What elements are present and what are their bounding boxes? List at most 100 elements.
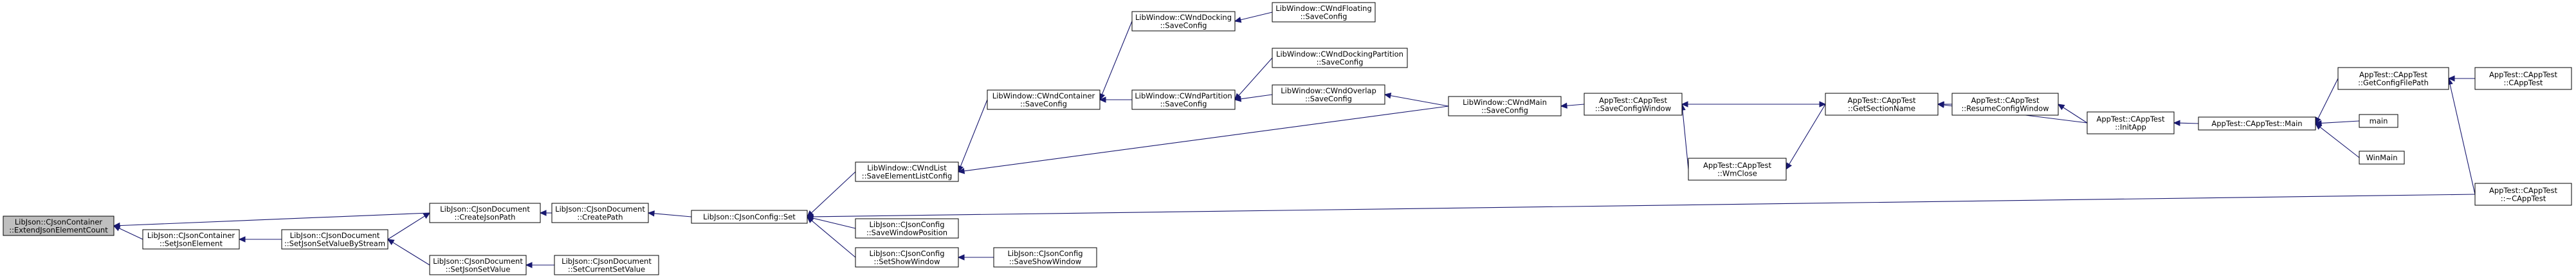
node-wmain[interactable]: LibWindow::CWndMain::SaveConfig bbox=[1448, 96, 1562, 116]
node-sjsv[interactable]: LibJson::CJsonDocument::SetJsonSetValue bbox=[429, 255, 527, 275]
node-label-line: ::GetSectionName bbox=[1848, 104, 1915, 113]
node-swp[interactable]: LibJson::CJsonConfig::SaveWindowPosition bbox=[855, 218, 959, 239]
edge-arrowhead bbox=[1786, 162, 1793, 170]
node-label-line: ::SetCurrentSetValue bbox=[568, 264, 645, 273]
node-label-line: LibJson::CJsonDocument bbox=[290, 231, 380, 240]
node-main[interactable]: main bbox=[2359, 114, 2398, 128]
edge-dtor-to-cfgset bbox=[812, 194, 2476, 217]
node-label-line: ::SaveConfig bbox=[1305, 94, 1352, 103]
node-scw[interactable]: AppTest::CAppTest::SaveConfigWindow bbox=[1584, 93, 1683, 116]
edge-scw-to-wmain bbox=[1566, 104, 1585, 106]
edge-arrowhead bbox=[1819, 101, 1827, 107]
edge-winmain-to-amain bbox=[2319, 127, 2360, 158]
node-setje[interactable]: LibJson::CJsonContainer::SetJsonElement bbox=[142, 229, 240, 250]
node-label-line: AppTest::CAppTest bbox=[2489, 70, 2557, 79]
node-label-line: LibWindow::CWndMain bbox=[1463, 98, 1547, 107]
node-box bbox=[2359, 114, 2398, 128]
node-label-line: AppTest::CAppTest::Main bbox=[2211, 119, 2302, 128]
edge-wmain-to-selc bbox=[964, 106, 1449, 172]
edge-arrowhead bbox=[539, 210, 547, 216]
node-box bbox=[281, 229, 388, 250]
node-label-line: LibJson::CJsonContainer bbox=[147, 231, 235, 240]
edge-arrowhead bbox=[238, 236, 246, 243]
edge-wmain-to-wover bbox=[1390, 95, 1449, 107]
node-winmain[interactable]: WinMain bbox=[2359, 151, 2405, 165]
node-wover[interactable]: LibWindow::CWndOverlap::SaveConfig bbox=[1272, 84, 1385, 105]
node-ctor[interactable]: AppTest::CAppTest::CAppTest bbox=[2474, 67, 2572, 90]
node-label-line: LibJson::CJsonDocument bbox=[562, 257, 652, 266]
node-box bbox=[551, 203, 649, 223]
node-root[interactable]: LibJson::CJsonContainer::ExtendJsonEleme… bbox=[3, 216, 114, 236]
node-ssw2[interactable]: LibJson::CJsonConfig::SaveShowWindow bbox=[993, 247, 1097, 268]
node-gsn[interactable]: AppTest::CAppTest::GetSectionName bbox=[1825, 93, 1939, 116]
edge-cfgset-to-cp bbox=[653, 213, 692, 217]
node-box bbox=[855, 218, 959, 239]
node-scsv[interactable]: LibJson::CJsonDocument::SetCurrentSetVal… bbox=[554, 255, 659, 275]
edge-initapp-to-rcw bbox=[2063, 107, 2088, 124]
edges-layer bbox=[113, 12, 2476, 268]
node-label-line: ::SaveShowWindow bbox=[1009, 257, 1081, 266]
node-label-line: ::SetShowWindow bbox=[873, 257, 940, 266]
node-wfloat[interactable]: LibWindow::CWndFloating::SaveConfig bbox=[1272, 2, 1376, 23]
edge-gcfp-to-amain bbox=[2317, 78, 2339, 119]
node-label-line: AppTest::CAppTest bbox=[2359, 70, 2427, 79]
edge-arrowhead bbox=[957, 167, 965, 174]
edge-arrowhead bbox=[1234, 17, 1242, 23]
node-cp[interactable]: LibJson::CJsonDocument::CreatePath bbox=[551, 203, 649, 223]
node-label-line: LibWindow::CWndOverlap bbox=[1281, 86, 1376, 95]
edge-dtor-to-gcfp bbox=[2449, 84, 2476, 195]
node-box bbox=[1272, 48, 1408, 68]
edge-arrowhead bbox=[806, 214, 814, 220]
node-wpart[interactable]: LibWindow::CWndPartition::SaveConfig bbox=[1131, 89, 1236, 110]
nodes-layer: LibJson::CJsonContainer::ExtendJsonEleme… bbox=[3, 2, 2572, 275]
node-winclose[interactable]: AppTest::CAppTest::WmClose bbox=[1688, 158, 1787, 181]
node-sjvbs[interactable]: LibJson::CJsonDocument::SetJsonSetValueB… bbox=[281, 229, 388, 250]
edge-arrowhead bbox=[2315, 123, 2323, 130]
node-label-line: LibJson::CJsonDocument bbox=[433, 257, 523, 266]
node-label-line: ::SaveConfigWindow bbox=[1595, 104, 1671, 113]
node-label-line: ::CAppTest bbox=[2504, 78, 2543, 87]
node-label-line: ::SaveConfig bbox=[1160, 99, 1207, 108]
edge-arrowhead bbox=[525, 262, 533, 268]
edge-gsn-to-winclose bbox=[1789, 104, 1826, 165]
node-rcw[interactable]: AppTest::CAppTest::ResumeConfigWindow bbox=[1951, 93, 2059, 116]
node-label-line: LibWindow::CWndFloating bbox=[1275, 4, 1372, 13]
node-ssw[interactable]: LibJson::CJsonConfig::SetShowWindow bbox=[855, 247, 959, 268]
node-initapp[interactable]: AppTest::CAppTest::InitApp bbox=[2087, 111, 2175, 134]
edge-wdp-to-wpart bbox=[1238, 57, 1273, 96]
node-box bbox=[1131, 89, 1236, 110]
node-box bbox=[1131, 11, 1236, 32]
node-wdp[interactable]: LibWindow::CWndDockingPartition::SaveCon… bbox=[1272, 48, 1408, 68]
node-box bbox=[1272, 2, 1376, 23]
node-label-line: LibJson::CJsonDocument bbox=[555, 205, 645, 214]
node-dtor[interactable]: AppTest::CAppTest::~CAppTest bbox=[2474, 183, 2572, 206]
node-label-line: ::GetConfigFilePath bbox=[2358, 78, 2429, 87]
node-box bbox=[2474, 183, 2572, 206]
edge-arrowhead bbox=[2447, 75, 2455, 82]
node-box bbox=[1272, 84, 1385, 105]
node-box bbox=[1825, 93, 1939, 116]
node-gcfp[interactable]: AppTest::CAppTest::GetConfigFilePath bbox=[2337, 67, 2449, 90]
edge-arrowhead bbox=[1560, 102, 1567, 109]
node-wcont[interactable]: LibWindow::CWndContainer::SaveConfig bbox=[987, 89, 1101, 110]
node-amain[interactable]: AppTest::CAppTest::Main bbox=[2198, 116, 2316, 131]
node-cfgset[interactable]: LibJson::CJsonConfig::Set bbox=[691, 210, 808, 224]
edge-arrowhead bbox=[2173, 120, 2180, 126]
edge-arrowhead bbox=[957, 254, 965, 261]
node-box bbox=[1584, 93, 1683, 116]
node-label-line: ::SetJsonSetValue bbox=[446, 264, 511, 273]
node-box bbox=[2474, 67, 2572, 90]
edge-arrowhead bbox=[647, 210, 655, 217]
node-wdock[interactable]: LibWindow::CWndDocking::SaveConfig bbox=[1131, 11, 1236, 32]
edge-wdock-to-wcont bbox=[1101, 21, 1133, 95]
edge-arrowhead bbox=[2057, 104, 2065, 111]
node-box bbox=[1951, 93, 2059, 116]
node-label-line: ::WmClose bbox=[1717, 169, 1757, 178]
node-label-line: AppTest::CAppTest bbox=[1971, 96, 2039, 105]
edge-setje-to-root bbox=[118, 228, 143, 240]
node-selc[interactable]: LibWindow::CWndList::SaveElementListConf… bbox=[855, 161, 959, 182]
node-label-line: AppTest::CAppTest bbox=[1847, 96, 1915, 105]
node-cjp[interactable]: LibJson::CJsonDocument::CreateJsonPath bbox=[429, 203, 541, 223]
edge-main-to-amain bbox=[2321, 120, 2360, 124]
